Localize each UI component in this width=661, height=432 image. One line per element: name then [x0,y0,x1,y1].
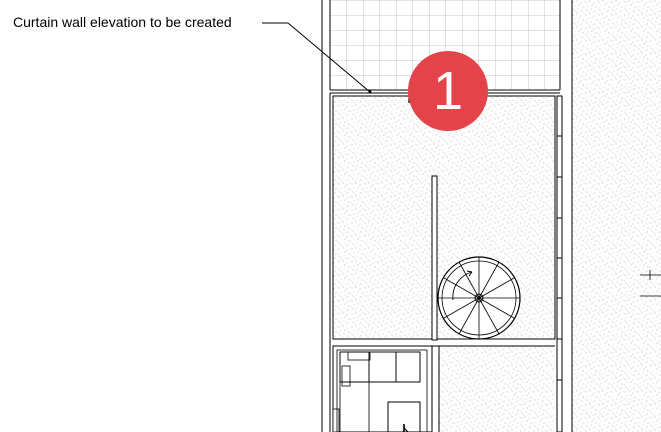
interior-partition-wall [431,175,438,341]
lower-room-floor [432,345,555,432]
callout-label: Curtain wall elevation to be created [13,14,232,30]
sofa [336,349,428,432]
left-exterior-wall [321,0,331,432]
right-window-wall [556,95,563,432]
coffee-table [387,401,421,432]
level-marker [640,270,661,297]
step-number-badge: 1 [408,51,488,131]
callout-leader [262,22,372,94]
spiral-staircase [437,256,521,340]
exterior-ground [571,0,661,432]
